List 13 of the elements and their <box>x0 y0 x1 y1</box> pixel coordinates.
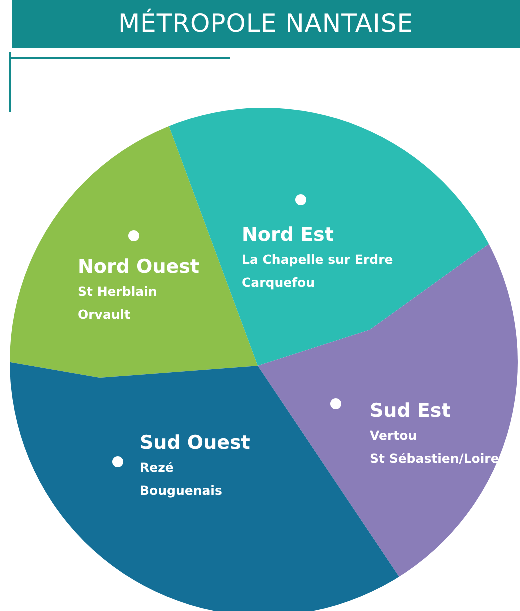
sector-heading: Sud Est <box>370 400 452 422</box>
town-name: St Herblain <box>78 284 158 299</box>
sector-heading: Sud Ouest <box>140 432 250 454</box>
town-name: Carquefou <box>242 275 316 290</box>
town-name: St Sébastien/Loire <box>370 451 500 466</box>
town-name: Vertou <box>370 428 418 443</box>
town-name: Rezé <box>140 460 175 475</box>
town-name: Bouguenais <box>140 483 224 498</box>
sector-heading: Nord Est <box>242 224 335 246</box>
town-name: Orvault <box>78 307 132 322</box>
town-name: La Chapelle sur Erdre <box>242 252 394 267</box>
title-banner: MÉTROPOLE NANTAISE <box>12 0 520 48</box>
sector-heading: Nord Ouest <box>78 256 200 278</box>
